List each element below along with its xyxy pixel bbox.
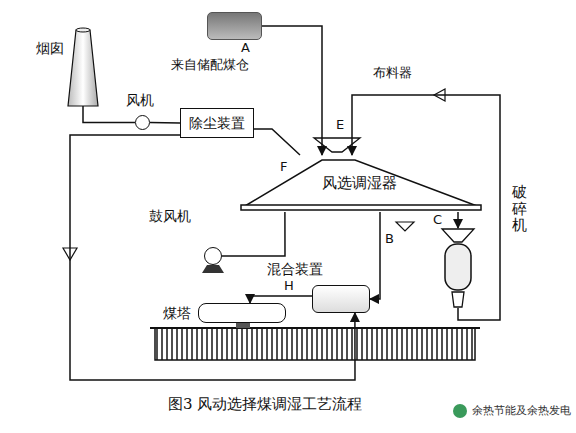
chimney-shape	[68, 28, 98, 106]
node-label: 风机	[126, 92, 154, 108]
stream-letter: F	[279, 160, 288, 174]
node-label: 除尘装置	[189, 115, 245, 131]
crusher: 破碎机	[442, 228, 474, 308]
stream-letter: E	[335, 118, 345, 132]
node-label: 煤塔	[163, 305, 191, 321]
dust-collector: 除尘装置	[180, 108, 254, 138]
coke-oven	[155, 328, 475, 360]
fan: 风机	[135, 115, 150, 130]
flow-line	[150, 122, 180, 124]
figure-caption: 图3 风动选择煤调湿工艺流程	[168, 395, 362, 413]
crusher-shape	[442, 228, 474, 308]
stream-letter: H	[283, 279, 295, 293]
node-label: 烟囱	[36, 40, 64, 56]
coal-tower: 煤塔	[198, 303, 286, 323]
coke-oven-top	[150, 327, 480, 329]
blower: 鼓风机	[204, 247, 222, 265]
flow-line	[254, 129, 300, 155]
watermark: 余热节能及余热发电	[471, 404, 572, 418]
node-label: 鼓风机	[149, 208, 191, 224]
node-label: 来自储配煤仓	[171, 57, 249, 73]
coal-bunker: 来自储配煤仓	[207, 12, 262, 40]
chimney: 烟囱	[68, 28, 98, 106]
flow-line	[370, 212, 380, 299]
flow-line	[262, 26, 322, 155]
flow-line	[250, 296, 312, 303]
distributor-funnel	[314, 138, 360, 152]
node-label: 破碎机	[512, 184, 527, 234]
stream-letter: B	[384, 232, 395, 246]
stream-letter: C	[432, 213, 443, 227]
flow-line	[222, 212, 285, 256]
node-label: 风选调湿器	[322, 175, 397, 191]
screen-symbol	[396, 222, 414, 231]
stream-letter: A	[240, 41, 251, 55]
node-label: 混合装置	[267, 261, 323, 277]
flow-line	[83, 106, 135, 123]
blower-base	[202, 265, 224, 273]
flow-line	[457, 212, 459, 228]
mixer: 混合装置	[312, 285, 370, 313]
tower-pillar	[236, 323, 250, 328]
watermark-icon	[453, 404, 467, 418]
flow-label: 布料器	[372, 66, 413, 80]
